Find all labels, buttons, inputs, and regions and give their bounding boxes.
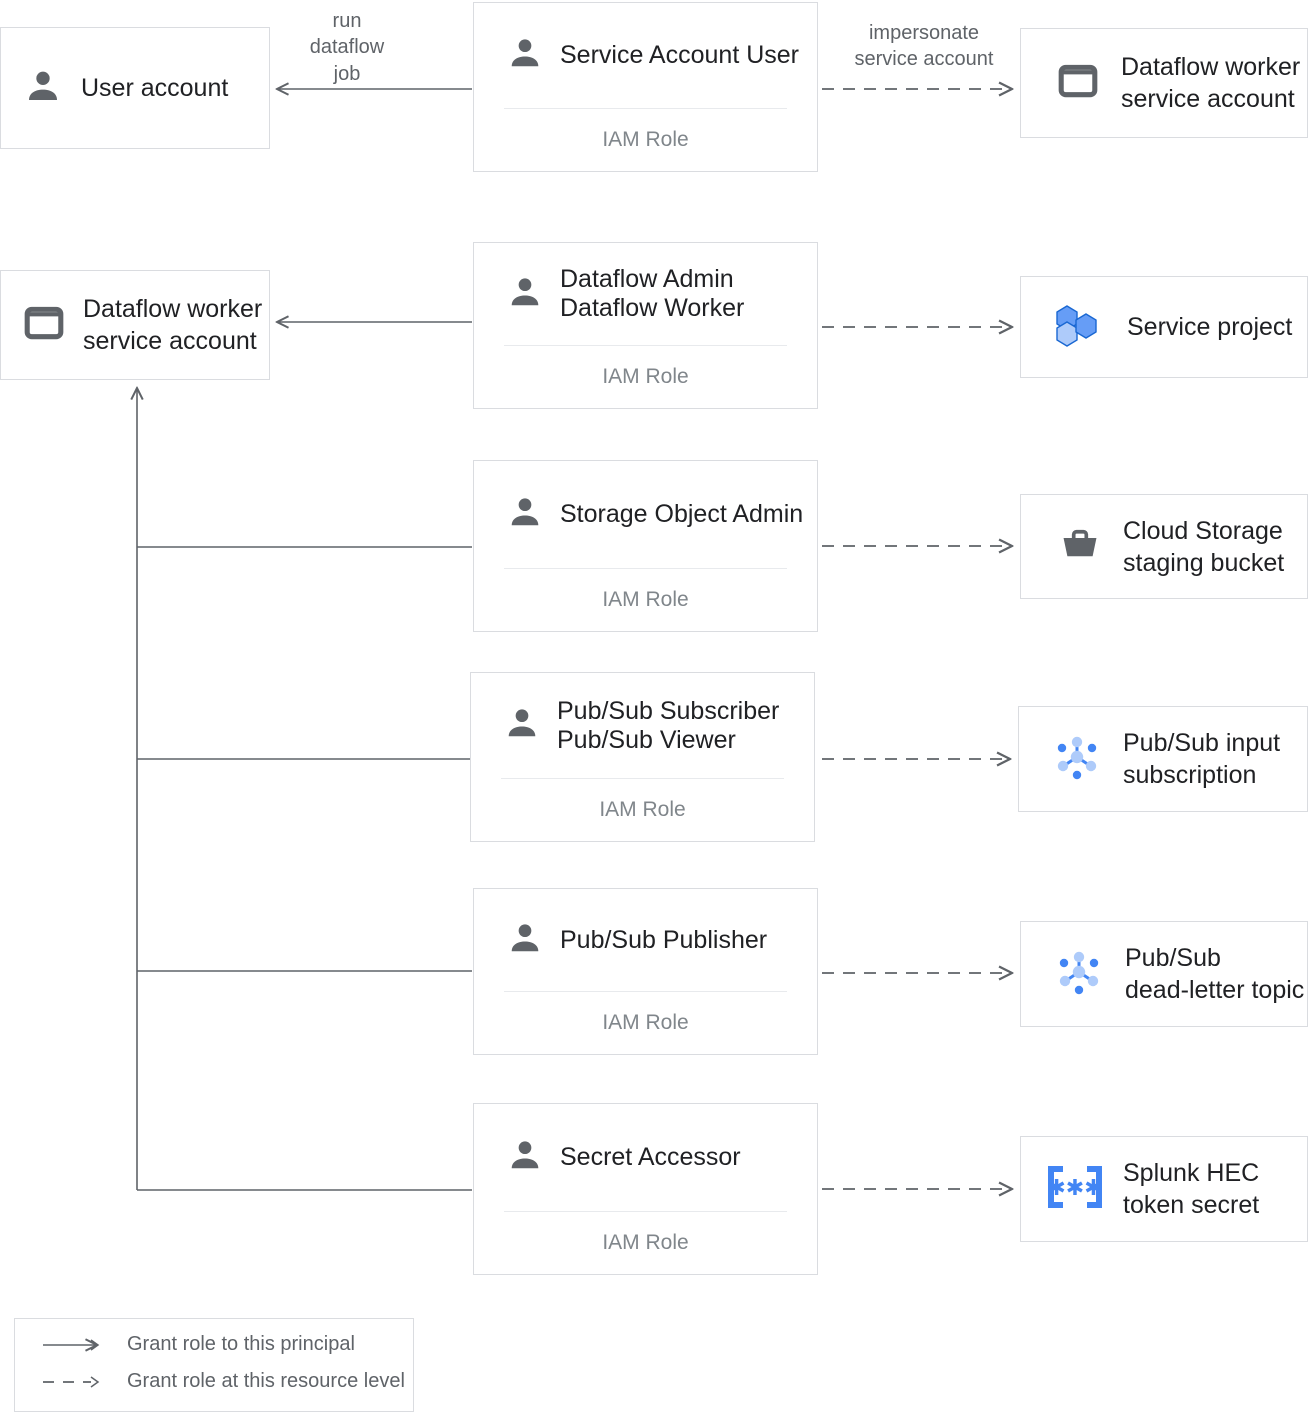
card-divider [504, 108, 787, 109]
role-card-footer: IAM Role [602, 588, 689, 611]
principal-user-account[interactable]: User account [0, 27, 270, 149]
dashed-arrow-icon [43, 1375, 100, 1388]
role-card-dataflow-admin-worker[interactable]: Dataflow Admin Dataflow Worker IAM Role [473, 242, 818, 409]
role-card-title: Service Account User [560, 41, 799, 70]
service-account-icon [23, 302, 65, 349]
resource-label: Pub/Sub dead-letter topic [1125, 944, 1305, 1004]
legend: Grant role to this principal Grant role … [14, 1318, 414, 1412]
role-card-footer: IAM Role [602, 128, 689, 151]
card-divider [504, 568, 787, 569]
pubsub-icon [1051, 731, 1103, 788]
role-card-title: Pub/Sub Subscriber Pub/Sub Viewer [557, 696, 780, 754]
role-card-footer: IAM Role [602, 1011, 689, 1034]
person-icon [23, 66, 63, 111]
resource-pubsub-input-subscription[interactable]: Pub/Sub input subscription [1018, 706, 1308, 812]
role-card-pubsub-subscriber-viewer[interactable]: Pub/Sub Subscriber Pub/Sub Viewer IAM Ro… [470, 672, 815, 842]
principal-dataflow-worker-service-account-label: Dataflow worker service account [83, 295, 263, 355]
resource-label: Dataflow worker service account [1121, 53, 1301, 113]
resource-pubsub-dead-letter-topic[interactable]: Pub/Sub dead-letter topic [1020, 921, 1308, 1027]
resource-label: Cloud Storage staging bucket [1123, 516, 1285, 577]
project-hexagons-icon [1053, 302, 1105, 353]
svg-text:✱✱✱: ✱✱✱ [1047, 1175, 1102, 1200]
role-card-title: Storage Object Admin [560, 500, 804, 529]
role-card-title: Dataflow Admin Dataflow Worker [560, 265, 745, 322]
secret-icon: ✱✱✱ [1043, 1163, 1107, 1216]
role-card-storage-object-admin[interactable]: Storage Object Admin IAM Role [473, 460, 818, 632]
card-divider [504, 991, 787, 992]
principal-user-account-label: User account [81, 74, 229, 102]
edge-label-impersonate-service-account: impersonate service account [854, 22, 994, 71]
legend-item-grant-role-to-principal: Grant role to this principal [41, 1333, 355, 1356]
card-divider [501, 778, 784, 779]
person-icon [503, 704, 541, 747]
person-icon [506, 34, 544, 77]
person-icon [506, 273, 544, 316]
resource-label: Splunk HEC token secret [1123, 1159, 1260, 1219]
person-icon [506, 493, 544, 536]
role-card-footer: IAM Role [602, 365, 689, 388]
role-card-footer: IAM Role [602, 1231, 689, 1254]
card-divider [504, 345, 787, 346]
pubsub-icon [1053, 946, 1105, 1003]
service-account-icon [1057, 60, 1099, 107]
principal-dataflow-worker-service-account[interactable]: Dataflow worker service account [0, 270, 270, 380]
resource-cloud-storage-staging-bucket[interactable]: Cloud Storage staging bucket [1020, 494, 1308, 599]
solid-arrow-icon [43, 1336, 100, 1354]
role-card-secret-accessor[interactable]: Secret Accessor IAM Role [473, 1103, 818, 1275]
legend-label: Grant role at this resource level [127, 1370, 405, 1392]
resource-dataflow-worker-service-account[interactable]: Dataflow worker service account [1020, 28, 1308, 138]
resource-label: Pub/Sub input subscription [1123, 729, 1281, 789]
bucket-icon [1059, 523, 1101, 570]
resource-label: Service project [1127, 313, 1293, 341]
legend-label: Grant role to this principal [127, 1333, 355, 1355]
legend-item-grant-role-at-resource-level: Grant role at this resource level [41, 1370, 405, 1393]
role-card-footer: IAM Role [599, 798, 686, 821]
role-card-pubsub-publisher[interactable]: Pub/Sub Publisher IAM Role [473, 888, 818, 1055]
role-card-title: Secret Accessor [560, 1143, 741, 1172]
resource-service-project[interactable]: Service project [1020, 276, 1308, 378]
card-divider [504, 1211, 787, 1212]
person-icon [506, 1136, 544, 1179]
resource-splunk-hec-token-secret[interactable]: ✱✱✱ Splunk HEC token secret [1020, 1136, 1308, 1242]
role-card-title: Pub/Sub Publisher [560, 925, 768, 954]
person-icon [506, 919, 544, 962]
edge-label-run-dataflow-job: run dataflow job [309, 10, 385, 85]
role-card-service-account-user[interactable]: Service Account User IAM Role [473, 2, 818, 172]
